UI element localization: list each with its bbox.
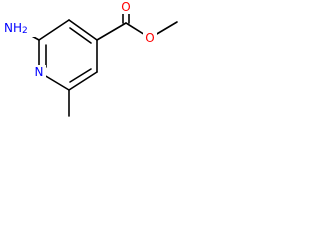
atom-layer: NH2 N O O [2, 0, 157, 80]
amine-label: NH2 [4, 21, 28, 36]
bond-ring-c5-c6 [68, 71, 98, 91]
bond-ring-c3-c4 [68, 19, 98, 41]
atom-ester-oxygen: O [143, 31, 157, 46]
atom-carbonyl-oxygen: O [119, 0, 133, 14]
carbonyl-oxygen-label-background [119, 0, 133, 14]
bond-c4-carbonyl [96, 22, 127, 41]
bond-ring-c2-c3 [38, 19, 70, 41]
bond-ring-c5-c6-inner [69, 68, 92, 83]
ester-oxygen-label-background [143, 31, 157, 46]
ring-nitrogen-label: N [35, 65, 44, 79]
ring-nitrogen-label-background [32, 65, 46, 80]
bond-ring-c3-c4-inner [69, 27, 92, 44]
atom-amine: NH2 [2, 20, 35, 37]
amine-label-background [2, 20, 35, 37]
ester-oxygen-label: O [145, 31, 154, 45]
bond-layer [18, 5, 178, 117]
atom-ring-nitrogen: N [32, 65, 46, 80]
carbonyl-oxygen-label: O [121, 0, 130, 14]
structure-diagram: NH2 N O O [2, 0, 178, 117]
